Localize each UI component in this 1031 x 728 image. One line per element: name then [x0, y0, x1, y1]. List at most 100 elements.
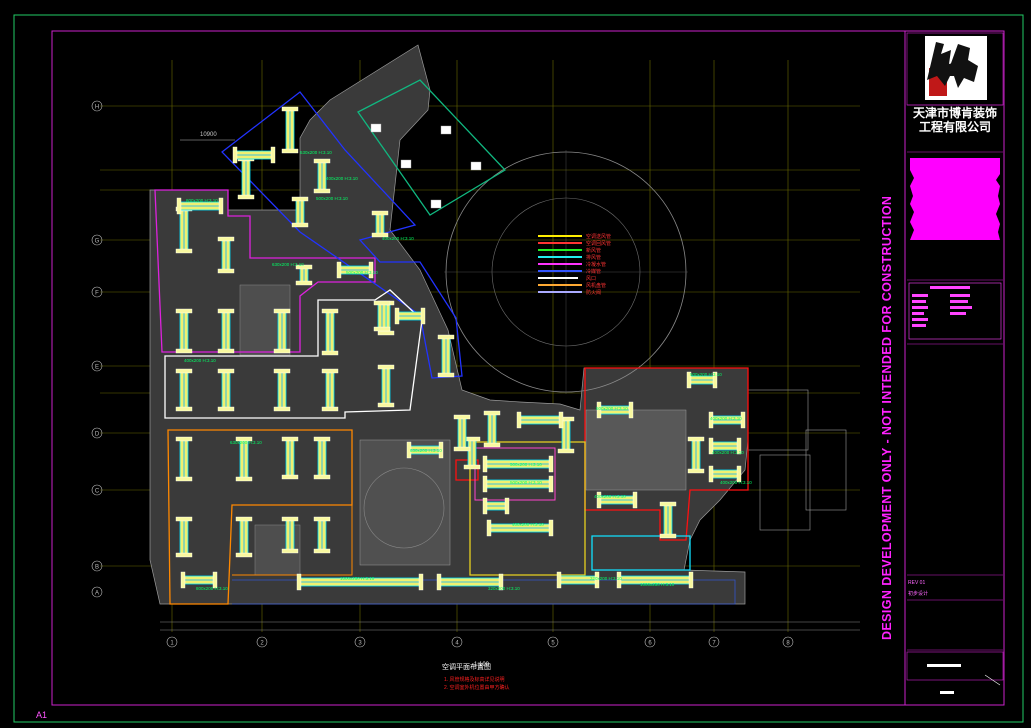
floor-plate: [149, 44, 847, 605]
title-block: [906, 32, 1004, 694]
duct-unit: [482, 475, 554, 493]
grid-bubble-row: [91, 286, 103, 298]
duct-size-label: 630x200 H:3.10: [410, 448, 442, 453]
duct-size-label: 500x200 H:3.10: [316, 196, 348, 201]
grid-bubble-column: [166, 636, 178, 648]
revision-note: 初步设计: [908, 591, 929, 597]
plan-note-2: 2. 空调室外机位置由甲方确认: [444, 685, 510, 691]
grid-bubble-label: 7: [712, 641, 716, 647]
duct-size-label: 500x200 H:3.10: [510, 480, 542, 485]
duct-unit: [436, 573, 504, 591]
duct-unit: [482, 497, 510, 515]
duct-size-label: 500x200 H:3.10: [690, 372, 722, 377]
duct-unit: [483, 410, 501, 448]
duct-unit: [232, 146, 276, 164]
dimension-top: 10900: [200, 132, 217, 138]
duct-size-label: 500x200 H:3.10: [596, 406, 628, 411]
duct-unit: [235, 516, 253, 558]
legend: [538, 235, 582, 293]
grid-bubble-label: D: [95, 432, 100, 438]
company-name: 天津市博肯装饰 工程有限公司: [906, 106, 1004, 134]
diffuser-icon: [470, 161, 482, 171]
zone-red: [584, 367, 749, 541]
duct-size-label: 400x200 H:3.10: [712, 450, 744, 455]
legend-label: 风口: [586, 276, 597, 282]
zone-yellow: [469, 441, 586, 576]
duct-unit: [373, 300, 391, 332]
duct-unit: [296, 573, 424, 591]
legend-label: 新风管: [586, 248, 602, 254]
duct-unit: [486, 519, 554, 537]
legend-label: 防火阀: [586, 290, 602, 296]
duct-unit: [686, 371, 718, 389]
grid-bubble-label: G: [95, 239, 100, 245]
duct-size-label: 400x200 H:3.10: [710, 416, 742, 421]
duct-unit: [175, 516, 193, 558]
plan-note-1: 1. 风管规格及标高详见说明: [444, 677, 505, 683]
duct-unit: [217, 236, 235, 274]
logo-placeholder: [910, 158, 1000, 240]
duct-unit: [394, 307, 426, 325]
grid-bubble-row: [91, 484, 103, 496]
duct-size-label: 1000x250 H:3.10: [340, 576, 375, 581]
zone-orange-2: [232, 504, 353, 576]
duct-unit: [336, 261, 374, 279]
plan-scale: 1:100: [474, 662, 490, 668]
zone-cyan: [591, 535, 691, 571]
duct-size-label: 400x200 H:3.10: [720, 480, 752, 485]
duct-unit: [291, 196, 309, 228]
legend-label: 空调送风管: [586, 234, 612, 240]
duct-unit: [180, 571, 218, 589]
grid-bubble-label: 2: [260, 641, 264, 647]
duct-unit: [557, 416, 575, 454]
duct-unit: [687, 436, 705, 474]
duct-unit: [406, 441, 444, 459]
duct-unit: [217, 308, 235, 354]
legend-label: 冷媒管: [586, 269, 602, 275]
grid-bubble-row: [91, 427, 103, 439]
diffuser-icon: [370, 123, 382, 133]
duct-unit: [175, 308, 193, 354]
grid-bubble-column: [451, 636, 463, 648]
revision-label: REV 01: [908, 580, 926, 586]
inner-frame: [51, 30, 1005, 706]
duct-size-label: 320x200 H:3.10: [590, 576, 622, 581]
company-name-line1: 天津市博肯装饰: [912, 106, 997, 120]
duct-size-label: 630x200 H:3.10: [230, 440, 262, 445]
grid-bubble-label: H: [95, 105, 99, 111]
grid-bubble-label: 8: [786, 641, 790, 647]
grid-bubble-column: [354, 636, 366, 648]
duct-unit: [708, 411, 746, 429]
duct-unit: [313, 516, 331, 554]
legend-label: 排风管: [586, 255, 602, 261]
duct-unit: [659, 501, 677, 539]
duct-size-label: 500x200 H:3.10: [346, 270, 378, 275]
duct-size-label: 800x200 H:3.10: [186, 198, 218, 203]
duct-unit: [175, 368, 193, 412]
duct-size-label: 800x200 H:3.10: [196, 586, 228, 591]
plan-title: 空调平面布置图: [442, 664, 491, 671]
zone-magenta-2: [474, 447, 556, 501]
zone-green: [357, 79, 507, 216]
grid-bubble-label: B: [95, 565, 99, 571]
duct-size-label: 400x200 H:3.10: [594, 494, 626, 499]
duct-unit: [437, 334, 455, 378]
grid-bubble-label: C: [95, 489, 100, 495]
duct-unit: [596, 401, 634, 419]
sheet-size-label: A1: [36, 710, 48, 720]
legend-label: 冷凝水管: [586, 262, 607, 268]
duct-unit: [313, 158, 331, 194]
duct-unit: [708, 437, 742, 455]
grid-bubble-row: [91, 100, 103, 112]
duct-unit: [371, 210, 389, 238]
grid-bubble-row: [91, 234, 103, 246]
diffuser-icon: [430, 199, 442, 209]
duct-unit: [453, 414, 471, 452]
duct-unit: [482, 455, 554, 473]
duct-unit: [281, 516, 299, 554]
grid-bubble-label: 5: [551, 641, 555, 647]
grid-bubble-column: [256, 636, 268, 648]
duct-unit: [313, 436, 331, 480]
grid-bubble-column: [782, 636, 794, 648]
